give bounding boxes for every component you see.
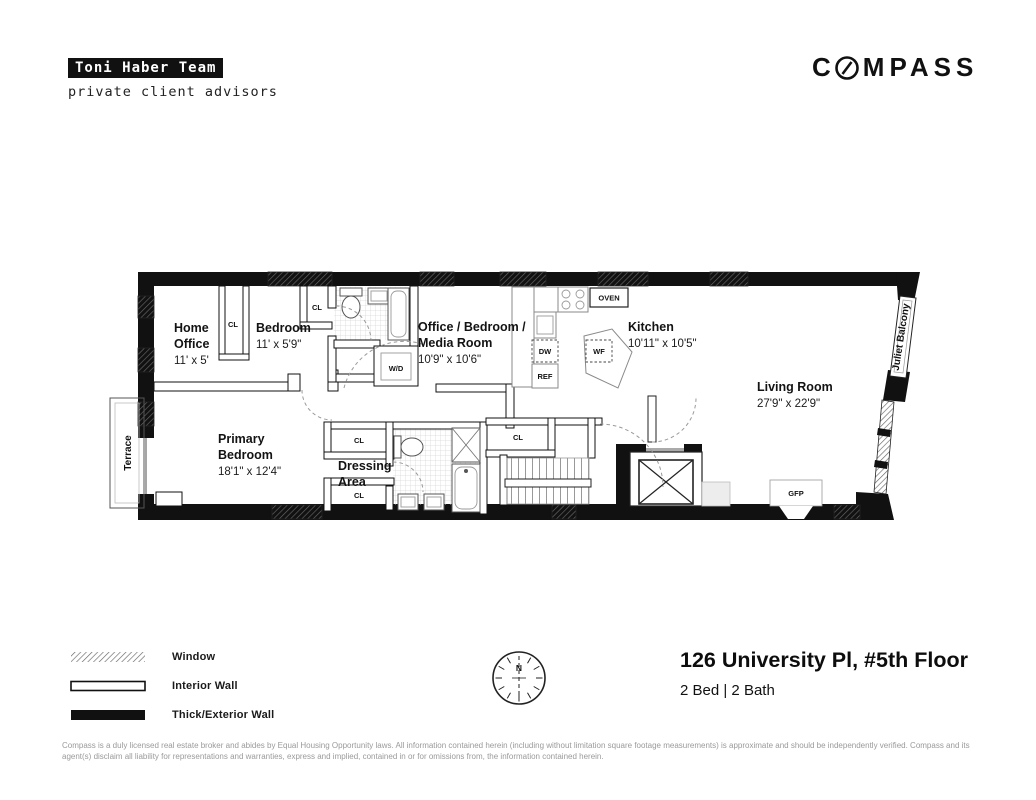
juliet-balcony: Juliet Balcony — [889, 295, 917, 379]
office-bedroom-dims: 10'9" x 10'6" — [418, 354, 481, 366]
closet-label-3: CL — [354, 436, 364, 445]
staircase — [504, 457, 592, 505]
compass-logo-text-c: C — [812, 52, 836, 82]
closet-label-1: CL — [228, 320, 238, 329]
door-swings — [301, 340, 697, 488]
exterior-wall-symbol-icon — [71, 710, 145, 720]
legend-row-window: Window — [70, 648, 274, 666]
elevator — [616, 444, 731, 507]
interior-walls — [153, 285, 603, 515]
hall-bathroom: W/D — [335, 287, 412, 381]
room-labels: Home Office 11' x 5' Bedroom 11' x 5'9" … — [174, 303, 833, 500]
closet-label-4: CL — [354, 491, 364, 500]
closet-label-2: CL — [312, 303, 322, 312]
legend-label-exterior-wall: Thick/Exterior Wall — [172, 709, 275, 721]
compass-logo: C MPASS — [812, 52, 978, 83]
primary-bathroom — [392, 427, 481, 513]
dressing-area-label: Dressing — [338, 459, 392, 473]
kitchen-dims: 10'11" x 10'5" — [628, 338, 697, 350]
bedroom-label: Bedroom — [256, 321, 311, 335]
closet-label-5: CL — [513, 433, 523, 442]
legend-row-exterior-wall: Thick/Exterior Wall — [70, 706, 274, 724]
washer-dryer-label: W/D — [389, 364, 404, 373]
compass-logo-text-mpass: MPASS — [862, 52, 979, 82]
team-name-badge: Toni Haber Team — [68, 58, 224, 78]
interior-wall-symbol-icon — [70, 680, 146, 692]
home-office-label: Home — [174, 321, 209, 335]
compass-logo-o-icon — [834, 55, 859, 80]
window-symbol-icon — [71, 652, 145, 662]
kitchen-fixtures: DW REF OVEN WF — [511, 286, 633, 389]
living-room-label: Living Room — [757, 380, 833, 394]
address-title: 126 University Pl, #5th Floor — [680, 648, 968, 672]
office-bedroom-label2: Media Room — [418, 336, 492, 350]
primary-bedroom-label: Primary — [218, 432, 265, 446]
legend-label-interior-wall: Interior Wall — [172, 680, 238, 692]
office-bedroom-label: Office / Bedroom / — [418, 320, 526, 334]
legend: Window Interior Wall Thick/Exterior Wall — [70, 648, 274, 735]
dressing-area-label2: Area — [338, 475, 367, 489]
oven-label: OVEN — [598, 294, 619, 303]
compass-rose: N — [492, 651, 546, 705]
wine-fridge-label: WF — [593, 347, 605, 356]
terrace: Terrace — [109, 397, 147, 509]
home-office-label2: Office — [174, 337, 209, 351]
bedroom-dims: 11' x 5'9" — [256, 339, 301, 351]
primary-bedroom-dims: 18'1" x 12'4" — [218, 466, 281, 478]
refrigerator-label: REF — [538, 372, 553, 381]
dishwasher-label: DW — [539, 347, 552, 356]
team-subtitle: private client advisors — [68, 84, 278, 100]
windows — [137, 271, 895, 520]
beds-baths: 2 Bed | 2 Bath — [680, 682, 775, 699]
north-label: N — [516, 663, 522, 673]
kitchen-label: Kitchen — [628, 320, 674, 334]
living-room-dims: 27'9" x 22'9" — [757, 398, 820, 410]
primary-bedroom-label2: Bedroom — [218, 448, 273, 462]
legend-row-interior-wall: Interior Wall — [70, 677, 274, 695]
fireplace: GFP — [769, 479, 823, 519]
home-office-dims: 11' x 5' — [174, 355, 209, 367]
terrace-label: Terrace — [123, 435, 134, 471]
fireplace-label: GFP — [788, 489, 803, 498]
legend-label-window: Window — [172, 651, 216, 663]
disclaimer-text: Compass is a duly licensed real estate b… — [62, 741, 970, 762]
